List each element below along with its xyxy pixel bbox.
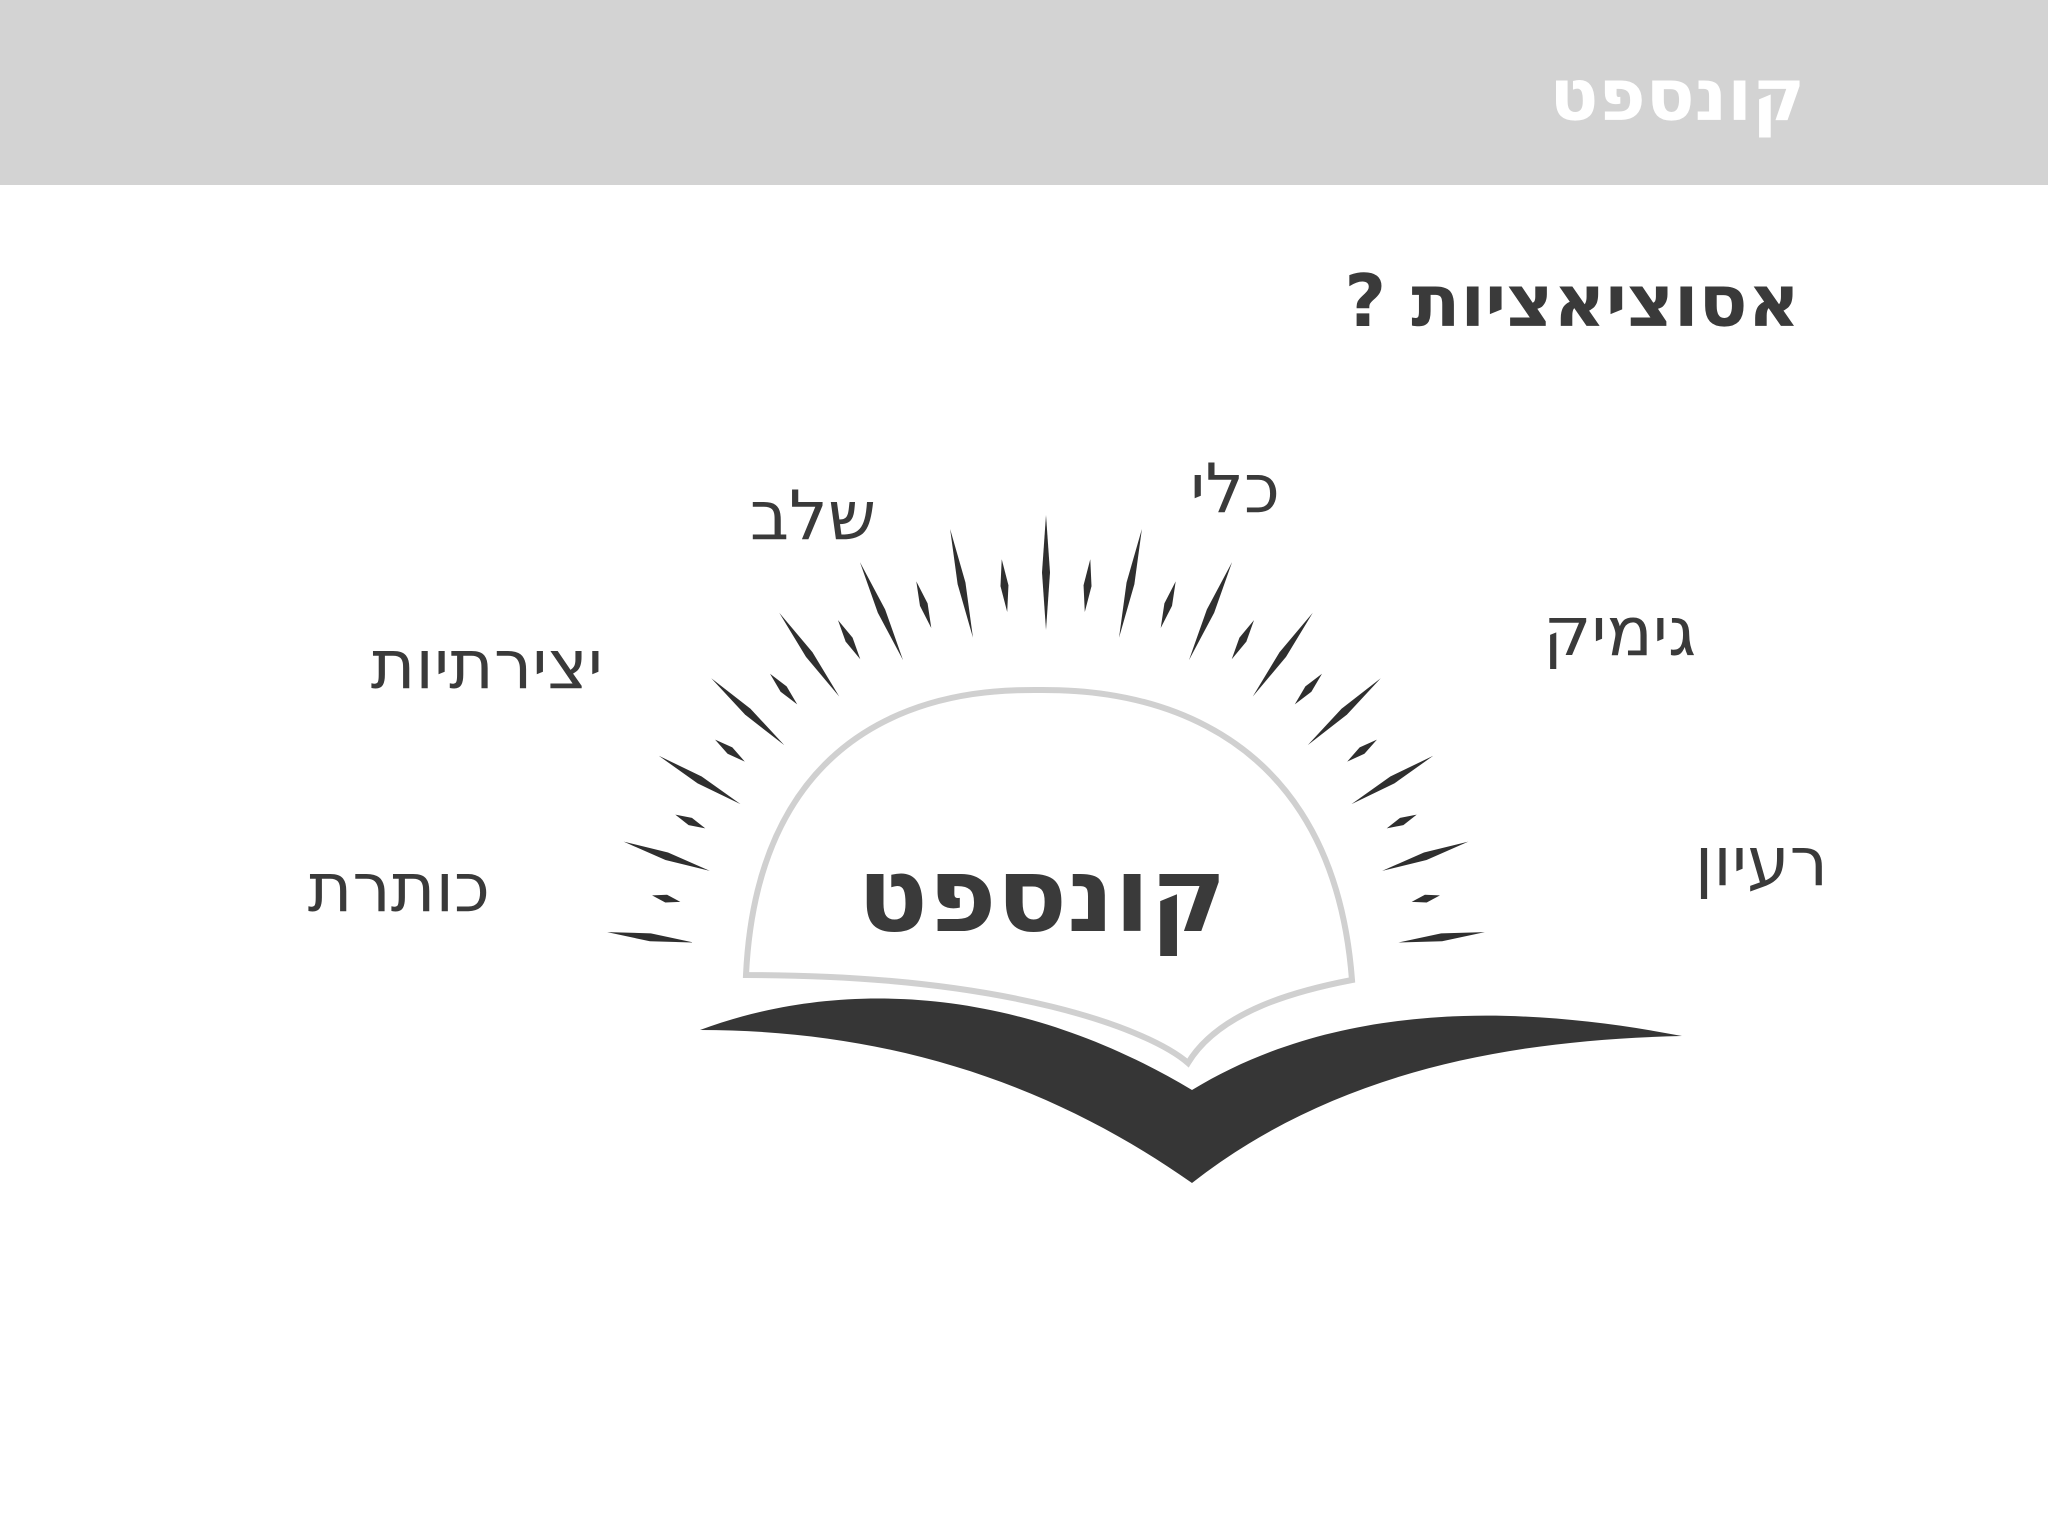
sun-ray [1188, 562, 1233, 661]
sun-ray [715, 739, 745, 762]
sun-ray [1398, 932, 1485, 943]
sun-ray [1083, 559, 1092, 613]
association-word-shalav: שלב [749, 477, 876, 556]
sun-ray [1294, 673, 1322, 705]
sun-ray [1000, 559, 1009, 613]
association-word-rayon: רעיון [1694, 823, 1828, 902]
sun-rays [607, 515, 1485, 943]
sun-ray [711, 678, 785, 746]
sun-ray [859, 562, 904, 661]
sun-ray [1042, 515, 1050, 630]
sun-ray [1307, 678, 1381, 746]
sun-ray [916, 581, 932, 628]
sun-dome-outline [742, 686, 1356, 1068]
sun-ray [1252, 612, 1313, 697]
sun-ray [652, 894, 681, 903]
sun-ray [1160, 581, 1176, 628]
slide-subtitle: אסוציאציות ? [1344, 259, 1800, 343]
sun-ray [837, 620, 861, 660]
association-word-yetziratiyut: יצירתיות [370, 626, 603, 705]
header-bar [0, 0, 2048, 185]
sun-ray [950, 528, 973, 638]
sun-ray [1231, 620, 1255, 660]
sun-ray [1411, 894, 1440, 903]
sun-ray [1347, 739, 1377, 762]
sun-ray [658, 755, 741, 805]
association-word-gimik: גימיק [1543, 593, 1696, 672]
sunrise-icon [607, 515, 1485, 1068]
sun-ray [779, 612, 840, 697]
sun-ray [1382, 841, 1469, 871]
sun-ray [1119, 528, 1142, 638]
slide-title: קונספט [1549, 53, 1805, 137]
association-word-koteret: כותרת [307, 849, 490, 928]
open-book-icon [700, 998, 1682, 1183]
association-word-kli: כלי [1190, 450, 1280, 529]
sun-ray [607, 932, 694, 943]
sun-ray [1386, 814, 1417, 829]
logo-center-word: קונספט [857, 834, 1227, 956]
sun-ray [623, 841, 710, 871]
book-shape [700, 998, 1682, 1183]
sun-ray [770, 673, 798, 705]
sun-ray [1351, 755, 1434, 805]
sun-ray [675, 814, 706, 829]
